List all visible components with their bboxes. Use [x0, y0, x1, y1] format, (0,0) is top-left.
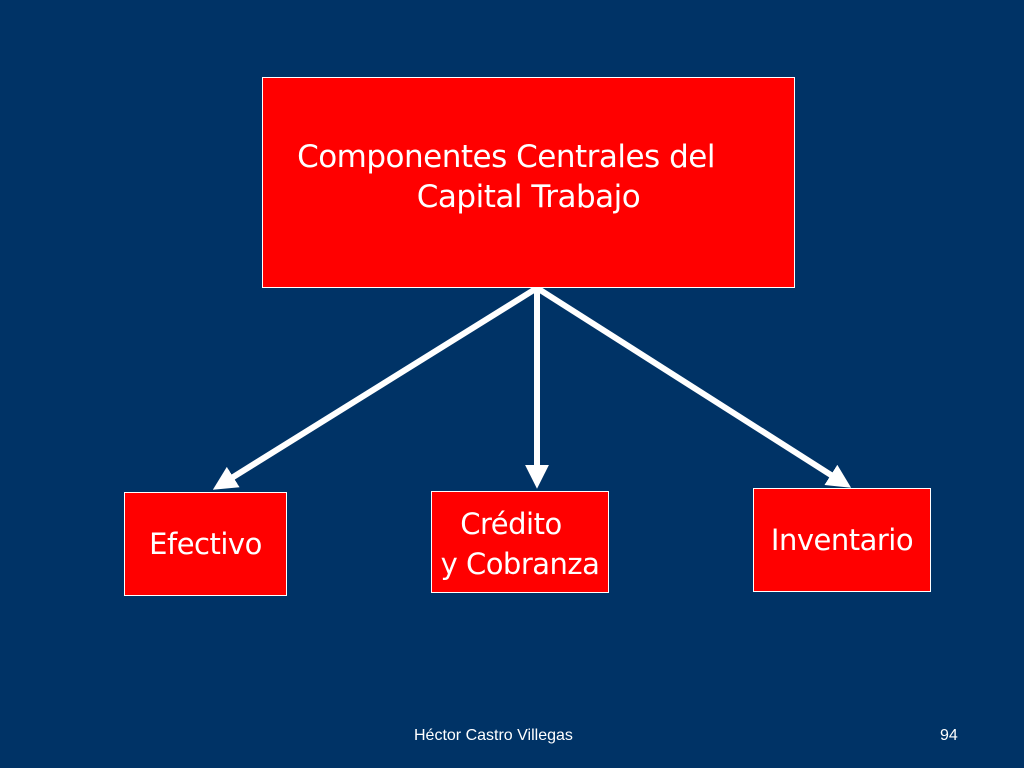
inventario-node-label: Inventario	[770, 523, 914, 557]
root-node-label-line1: Componentes Centrales del	[297, 138, 715, 175]
arrow-to-inventario	[535, 285, 852, 488]
root-node-label-line2: Capital Trabajo	[416, 178, 641, 215]
efectivo-node-label: Efectivo	[149, 527, 262, 561]
arrow-to-efectivo	[212, 285, 539, 490]
credito-node-label-line1: Crédito	[460, 507, 562, 541]
efectivo-node-box: Efectivo	[124, 492, 287, 596]
footer-page-number: 94	[940, 727, 958, 744]
footer-author: Héctor Castro Villegas	[414, 727, 573, 744]
credito-node-label-line2: y Cobranza	[440, 547, 600, 581]
inventario-node-box: Inventario	[753, 488, 931, 592]
root-node-box: Componentes Centrales del Capital Trabaj…	[262, 77, 795, 288]
credito-node-box: Crédito y Cobranza	[431, 491, 609, 593]
